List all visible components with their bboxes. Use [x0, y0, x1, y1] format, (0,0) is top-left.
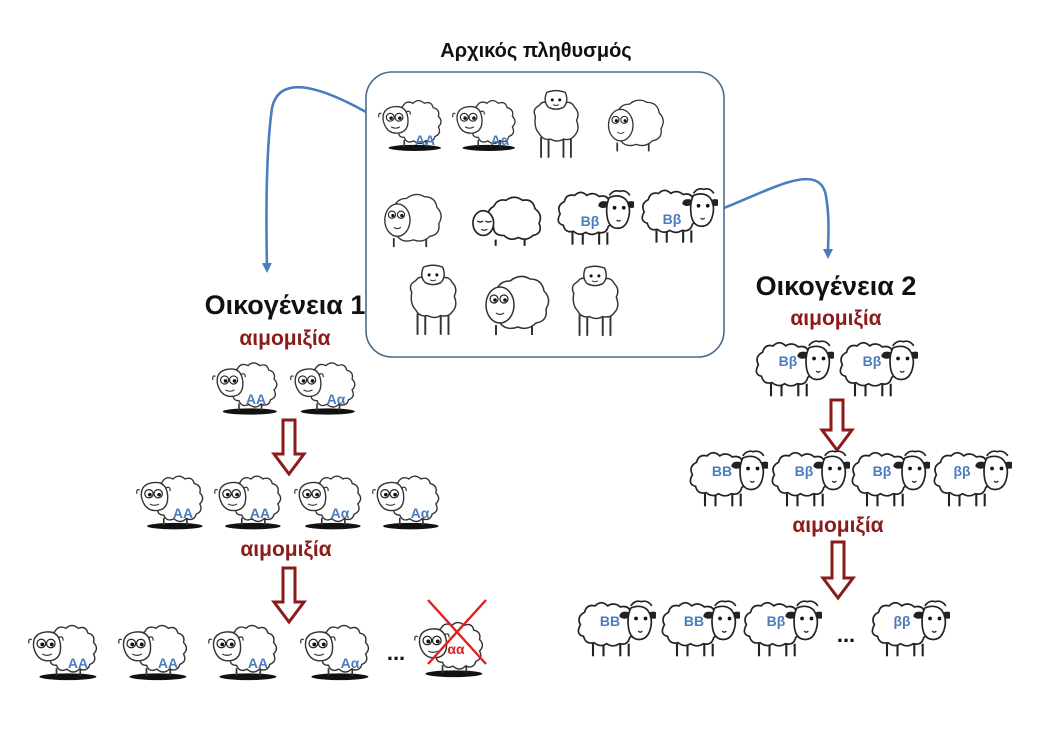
family-1-inbreeding-label: αιμομιξία — [239, 327, 330, 350]
family-2-inbreeding-label-2: αιμομιξία — [792, 514, 883, 537]
svg-text:Bβ: Bβ — [779, 353, 798, 369]
arrow-to-family-2 — [723, 177, 834, 259]
family-1-gen3-sheep-2: AA — [118, 624, 188, 682]
svg-text:AA: AA — [248, 655, 268, 671]
family-1-inbreeding-label-2: αιμομιξία — [240, 538, 331, 561]
svg-text:Bβ: Bβ — [663, 211, 682, 227]
initial-sheep-1: AA — [378, 99, 442, 152]
svg-text:Aα: Aα — [411, 505, 430, 521]
family-1-gen3-sheep-4: Aα — [300, 624, 370, 682]
family-2-gen3-sheep-3: Bβ — [743, 600, 822, 658]
svg-text:Aα: Aα — [327, 391, 346, 407]
initial-sheep-2: Aα — [452, 99, 516, 152]
family-2-inbreeding-label: αιμομιξία — [790, 307, 881, 330]
family-2-ellipsis: ... — [837, 622, 855, 647]
family-1-eliminated-sheep: αα — [414, 599, 487, 679]
svg-text:BB: BB — [712, 463, 732, 479]
svg-text:BB: BB — [684, 613, 704, 629]
family-2-gen2-sheep-4: ββ — [933, 450, 1012, 508]
family-1-gen2-sheep-3: Aα — [294, 475, 362, 531]
initial-sheep-7: Bβ — [557, 189, 634, 246]
family-2-generation-arrow-2 — [820, 540, 856, 601]
diagram-title: Αρχικός πληθυσμός — [440, 40, 631, 62]
svg-text:ββ: ββ — [893, 613, 911, 629]
svg-text:AA: AA — [250, 505, 270, 521]
family-1-gen3-sheep-1: AA — [28, 624, 98, 682]
svg-text:AA: AA — [415, 132, 435, 148]
svg-text:Bβ: Bβ — [795, 463, 814, 479]
svg-text:Aα: Aα — [331, 505, 350, 521]
svg-text:Bβ: Bβ — [873, 463, 892, 479]
family-2-gen2-sheep-1: BB — [689, 450, 768, 508]
family-2-gen2-sheep-3: Bβ — [851, 450, 930, 508]
family-1-ellipsis: ... — [387, 640, 405, 665]
svg-text:Aα: Aα — [491, 132, 510, 148]
family-1-parent-1: AA — [212, 361, 278, 416]
svg-text:Bβ: Bβ — [581, 213, 600, 229]
svg-text:AA: AA — [68, 655, 88, 671]
svg-text:Bβ: Bβ — [767, 613, 786, 629]
family-1-gen2-sheep-1: AA — [136, 475, 204, 531]
family-1-gen3-sheep-3: AA — [208, 624, 278, 682]
family-1-title: Οικογένεια 1 — [205, 290, 366, 320]
svg-text:AA: AA — [158, 655, 178, 671]
family-2-gen3-sheep-2: BB — [661, 600, 740, 658]
family-2-gen3-sheep-1: BB — [577, 600, 656, 658]
arrow-to-family-1 — [261, 85, 367, 273]
svg-text:Bβ: Bβ — [863, 353, 882, 369]
svg-text:ββ: ββ — [953, 463, 971, 479]
family-1-gen2-sheep-2: AA — [214, 475, 282, 531]
family-1-generation-arrow-1 — [271, 418, 307, 477]
svg-text:αα: αα — [447, 641, 465, 657]
family-2-title: Οικογένεια 2 — [756, 271, 917, 301]
cross-out-line-2 — [427, 599, 487, 665]
svg-text:AA: AA — [173, 505, 193, 521]
family-2-gen2-sheep-2: Bβ — [771, 450, 850, 508]
family-2-last-sheep: ββ — [871, 600, 950, 658]
family-1-parent-2: Aα — [290, 361, 356, 416]
family-1-gen2-sheep-4: Aα — [372, 475, 440, 531]
svg-text:BB: BB — [600, 613, 620, 629]
svg-text:AA: AA — [246, 391, 266, 407]
family-2-generation-arrow-1 — [819, 398, 855, 453]
initial-sheep-8: Bβ — [641, 187, 718, 244]
family-2-parent-2: Bβ — [839, 340, 918, 398]
svg-text:Aα: Aα — [341, 655, 360, 671]
family-2-parent-1: Bβ — [755, 340, 834, 398]
family-1-generation-arrow-2 — [271, 566, 307, 625]
